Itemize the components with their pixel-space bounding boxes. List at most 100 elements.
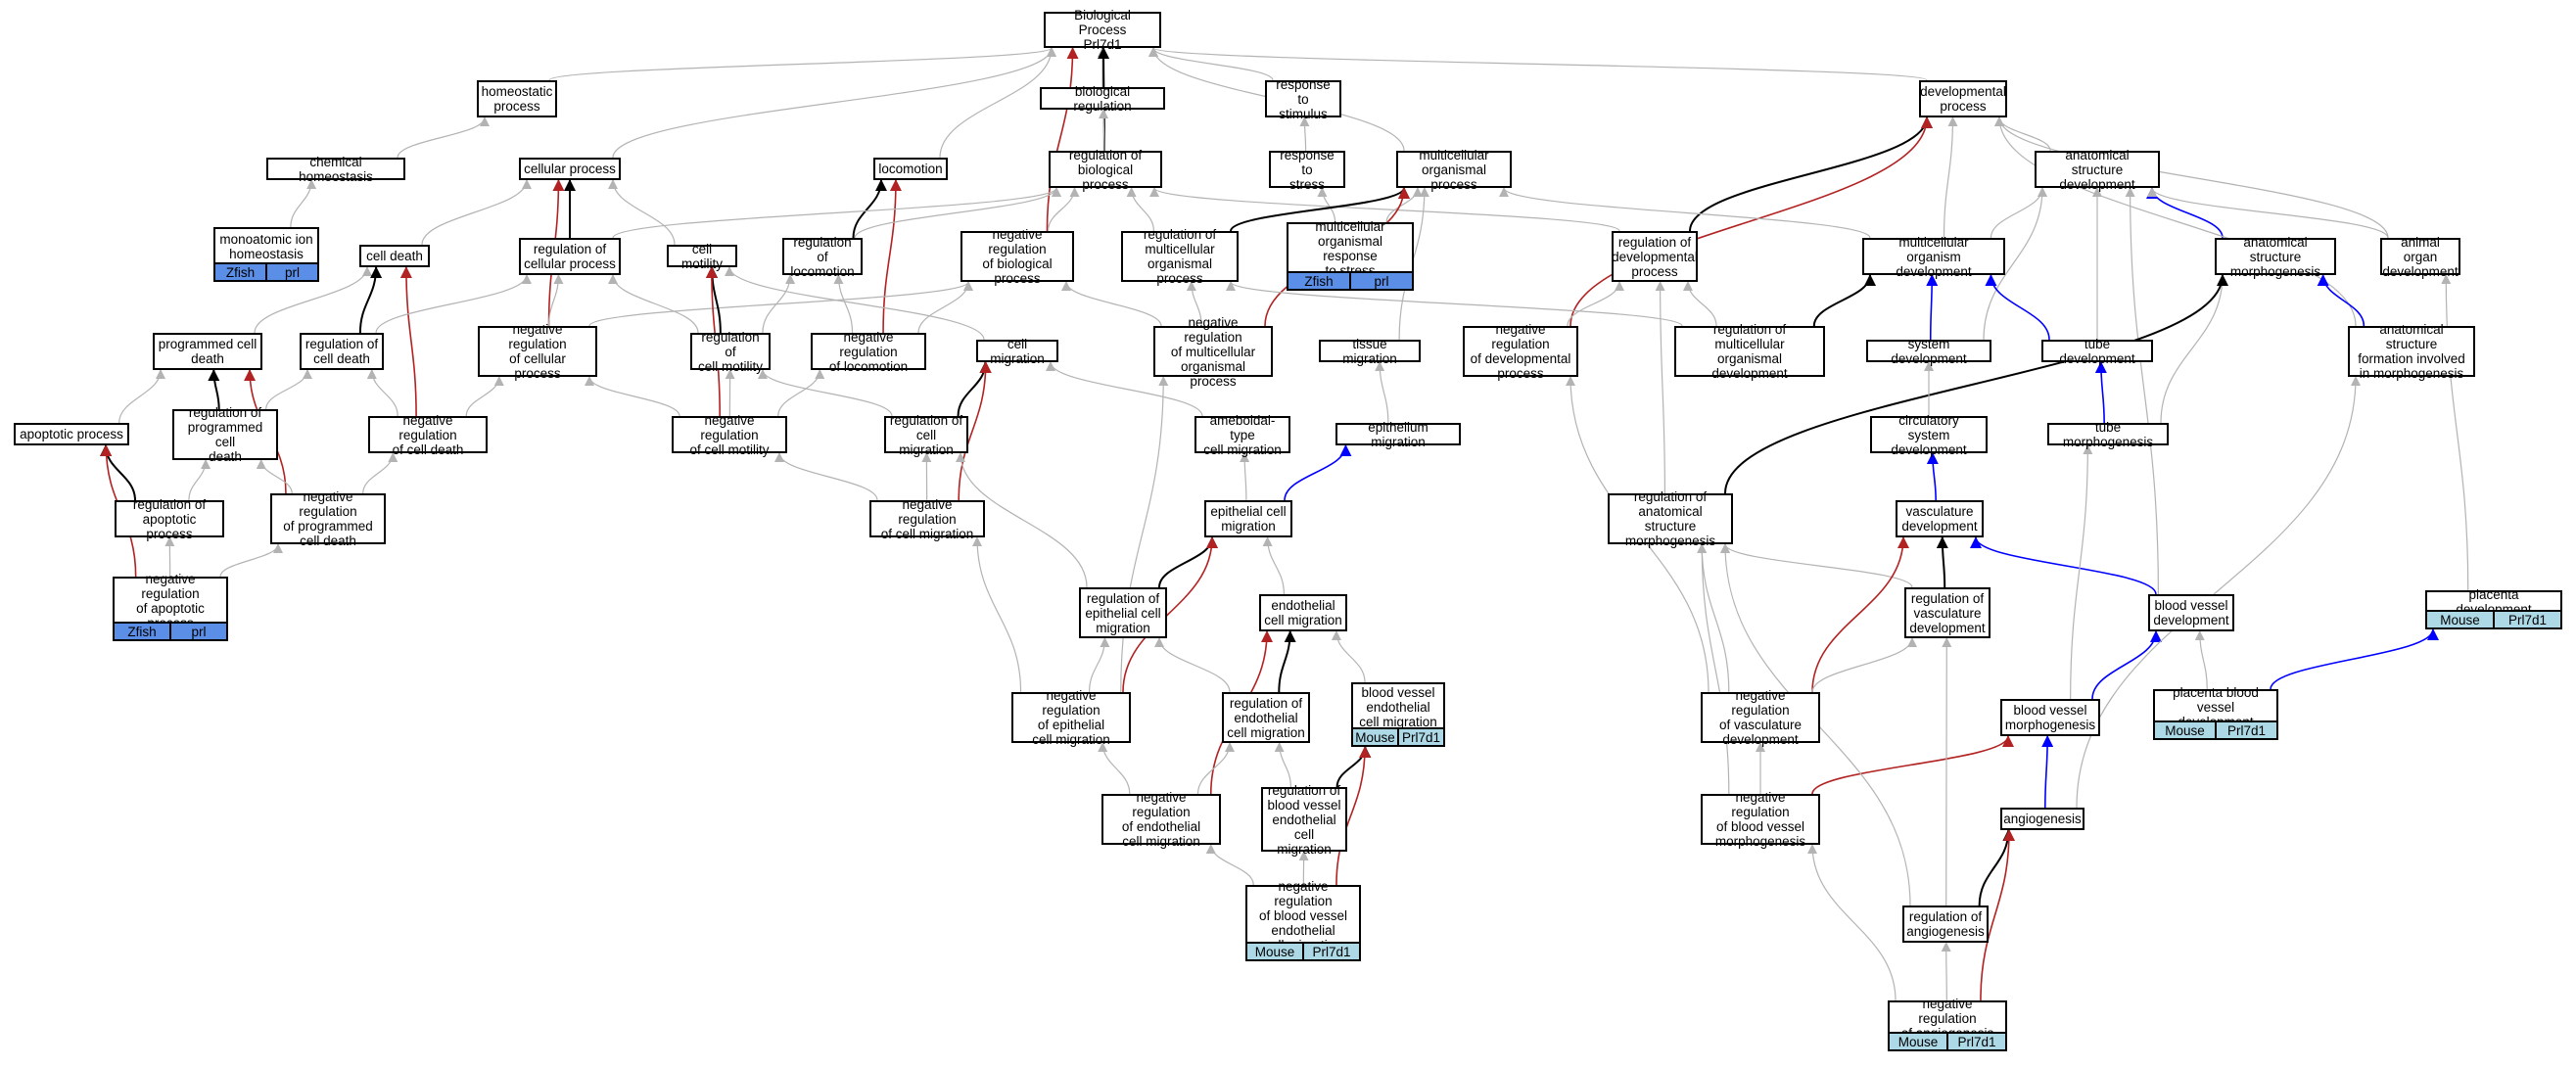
node-cellmig[interactable]: cell migration <box>976 337 1058 366</box>
node-negregcellmig[interactable]: negative regulation of cell migration <box>869 497 985 541</box>
edge-negregcellproc-to-regcellproc <box>547 274 564 327</box>
node-devproc[interactable]: developmental process <box>1919 80 2007 117</box>
edge-regmultiproc-to-multiproc <box>1230 187 1410 232</box>
node-negregbio[interactable]: negative regulation of biological proces… <box>960 227 1074 286</box>
node-regprogdeath[interactable]: regulation of programmed cell death <box>172 405 278 464</box>
node-negregbvmorph[interactable]: negative regulation of blood vessel morp… <box>1701 790 1820 849</box>
edge-bvdev-to-vascdev <box>1970 536 2157 595</box>
edge-negregcellproc-to-negregbio <box>588 281 973 327</box>
node-regmultiproc[interactable]: regulation of multicellular organismal p… <box>1121 227 1239 286</box>
node-regepimig[interactable]: regulation of epithelial cell migration <box>1079 587 1167 638</box>
node-apoptotic[interactable]: apoptotic process <box>14 423 129 445</box>
node-tubemorph[interactable]: tube morphogenesis <box>2047 420 2169 449</box>
node-regbio[interactable]: regulation of biological process <box>1049 148 1162 192</box>
node-sysdev[interactable]: system development <box>1866 337 1991 366</box>
node-regmultidev[interactable]: regulation of multicellular organismal d… <box>1674 322 1825 381</box>
node-negregdevproc[interactable]: negative regulation of developmental pro… <box>1463 322 1578 381</box>
edge-regmultidev-to-regmultiproc <box>1226 281 1683 327</box>
node-regcelldeath[interactable]: regulation of cell death <box>300 333 384 370</box>
node-negregapop[interactable]: negative regulation of apoptotic process <box>113 572 228 630</box>
node-reganatmorph[interactable]: regulation of anatomical structure morph… <box>1608 489 1733 548</box>
edge-regangio-to-regvascdev <box>1942 637 1952 906</box>
node-negregcelldeath[interactable]: negative regulation of cell death <box>368 413 488 457</box>
node-regdevproc[interactable]: regulation of developmental process <box>1612 231 1698 282</box>
node-monoion[interactable]: monoatomic ion homeostasis <box>213 227 319 264</box>
edge-tubemorph-to-tubedev <box>2094 361 2107 424</box>
node-circsys[interactable]: circulatory system development <box>1870 413 1988 457</box>
node-negregloco[interactable]: negative regulation of locomotion <box>811 330 926 374</box>
node-regvascdev[interactable]: regulation of vasculature development <box>1904 587 1991 638</box>
node-negregcellmot[interactable]: negative regulation of cell motility <box>672 413 787 457</box>
edge-cellmot-to-cellproc <box>608 179 676 246</box>
node-regloco[interactable]: regulation of locomotion <box>782 235 863 279</box>
node-cellmot[interactable]: cell motility <box>667 242 737 271</box>
node-epimig[interactable]: epithelium migration <box>1335 420 1461 449</box>
node-animorgan[interactable]: animal organ development <box>2380 235 2460 279</box>
node-biolreg[interactable]: biological regulation <box>1040 84 1165 114</box>
edge-negregendomig-to-regendomig <box>1196 742 1235 795</box>
node-progdeath[interactable]: programmed cell death <box>153 333 262 370</box>
node-chemhomeo[interactable]: chemical homeostasis <box>266 155 405 184</box>
node-regcellmig[interactable]: regulation of cell migration <box>884 413 968 457</box>
edge-regcellproc-to-regbio <box>612 187 1061 239</box>
node-regcellproc[interactable]: regulation of cellular process <box>519 238 621 275</box>
node-regangio[interactable]: regulation of angiogenesis <box>1902 905 1989 943</box>
node-negregmultiproc[interactable]: negative regulation of multicellular org… <box>1153 315 1273 389</box>
edge-negregbvmorph-to-bvmorph <box>1811 735 2014 795</box>
node-respstress[interactable]: response to stress <box>1269 148 1345 192</box>
node-locomotion[interactable]: locomotion <box>873 158 948 180</box>
edge-regepimig-to-regcellmig <box>956 452 1088 588</box>
node-ameboid[interactable]: ameboidal-type cell migration <box>1194 413 1290 457</box>
node-tissuemig[interactable]: tissue migration <box>1319 337 1421 366</box>
edge-progdeath-to-celldeath <box>254 266 372 334</box>
edge-regmultidev-to-multidev <box>1812 274 1876 327</box>
node-multiresp[interactable]: multicellular organismal response to str… <box>1287 219 1414 278</box>
edge-negregloco-to-regloco <box>833 274 854 334</box>
node-anatdev[interactable]: anatomical structure development <box>2035 148 2160 192</box>
node-placentadev[interactable]: placenta development <box>2425 587 2562 617</box>
node-epicellmig[interactable]: epithelial cell migration <box>1204 500 1292 537</box>
node-multidev[interactable]: multicellular organism development <box>1862 235 2005 279</box>
edge-sysdev-to-anatdev <box>1983 187 2047 341</box>
node-bvdev[interactable]: blood vessel development <box>2148 594 2234 631</box>
node-negregprogdeath[interactable]: negative regulation of programmed cell d… <box>270 489 386 548</box>
node-negregepimig[interactable]: negative regulation of epithelial cell m… <box>1011 688 1131 747</box>
node-negregendomig[interactable]: negative regulation of endothelial cell … <box>1101 790 1221 849</box>
species-label: Mouse <box>2165 722 2205 738</box>
edge-regapop-to-regprogdeath <box>188 459 211 501</box>
edge-animorgan-to-anatdev <box>2147 187 2389 239</box>
node-regcellmot[interactable]: regulation of cell motility <box>690 330 771 374</box>
node-angio[interactable]: angiogenesis <box>2000 808 2084 830</box>
node-anatformation[interactable]: anatomical structure formation involved … <box>2348 322 2475 381</box>
node-anatmorph[interactable]: anatomical structure morphogenesis <box>2215 235 2336 279</box>
node-regendomig[interactable]: regulation of endothelial cell migration <box>1222 692 1310 743</box>
node-negregvascdev[interactable]: negative regulation of vasculature devel… <box>1701 688 1820 747</box>
node-respstim[interactable]: response to stimulus <box>1265 77 1341 121</box>
node-cellproc[interactable]: cellular process <box>519 158 621 180</box>
node-bvendomig[interactable]: blood vessel endothelial cell migration <box>1351 682 1445 729</box>
edge-reganatmorph-to-anatmorph <box>1724 274 2228 494</box>
node-negregangio[interactable]: negative regulation of angiogenesis <box>1888 997 2007 1041</box>
node-tubedev[interactable]: tube development <box>2041 337 2153 366</box>
node-placentabv[interactable]: placenta blood vessel development <box>2153 685 2278 729</box>
node-regbvendomig[interactable]: regulation of blood vessel endothelial c… <box>1261 783 1347 857</box>
node-multiproc[interactable]: multicellular organismal process <box>1396 148 1512 192</box>
edge-sysdev-to-multidev <box>1926 274 1939 341</box>
node-endomig[interactable]: endothelial cell migration <box>1259 594 1347 631</box>
node-negregcellproc[interactable]: negative regulation of cellular process <box>478 322 597 381</box>
edge-anatformation-to-devproc <box>1994 116 2357 327</box>
node-homeostatic[interactable]: homeostatic process <box>477 80 557 117</box>
edge-negregprogdeath-to-negregcelldeath <box>362 452 398 494</box>
node-bp[interactable]: Biological Process Prl7d1 <box>1044 8 1161 52</box>
node-bvmorph[interactable]: blood vessel morphogenesis <box>2000 699 2100 736</box>
edge-negregvascdev-to-reganatmorph <box>1697 543 1730 693</box>
node-vascdev[interactable]: vasculature development <box>1896 500 1984 537</box>
node-regapop[interactable]: regulation of apoptotic process <box>115 497 224 541</box>
node-celldeath[interactable]: cell death <box>359 245 430 267</box>
edge-regdevproc-to-devproc <box>1689 116 1933 232</box>
node-negregbvendomig[interactable]: negative regulation of blood vessel endo… <box>1245 879 1361 952</box>
edge-reganatmorph-to-regdevproc <box>1655 281 1665 494</box>
